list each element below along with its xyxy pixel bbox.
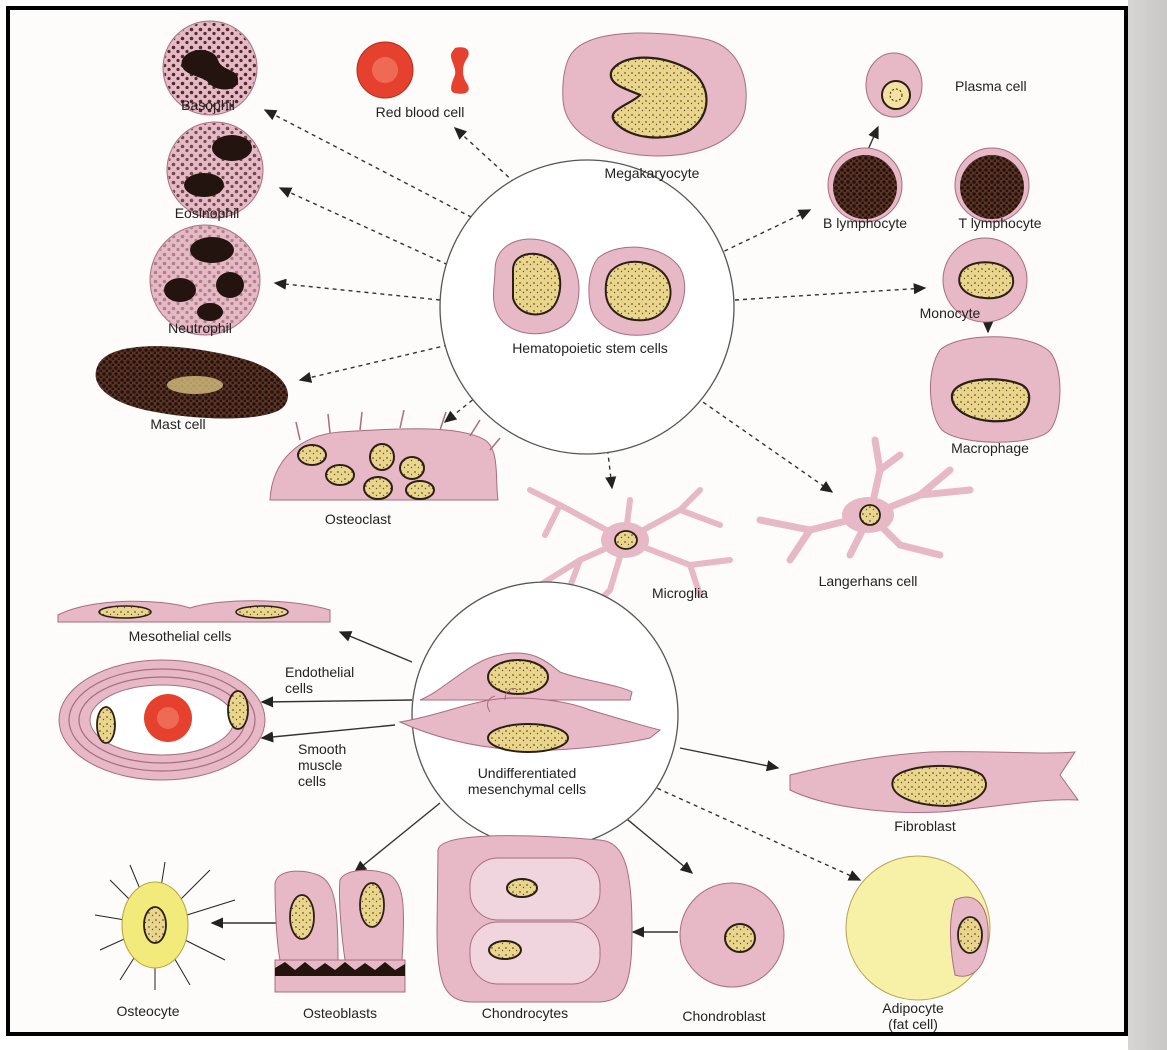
smooth-muscle-label: Smooth muscle cells — [298, 741, 346, 789]
eosinophil-cell — [167, 122, 263, 218]
red-blood-cell-label: Red blood cell — [376, 104, 465, 120]
megakaryocyte-label: Megakaryocyte — [605, 165, 700, 181]
mast-cell — [96, 346, 288, 418]
osteocyte-label: Osteocyte — [116, 1003, 179, 1019]
hematopoietic-stem-cells — [440, 160, 734, 454]
basophil-label: Basophil — [181, 97, 235, 113]
neutrophil-cell — [150, 225, 260, 335]
monocyte-label: Monocyte — [920, 305, 981, 321]
microglia-label: Microglia — [652, 585, 708, 601]
macrophage-cell — [930, 337, 1060, 443]
chondroblast-cell — [680, 883, 784, 987]
chondroblast-label: Chondroblast — [682, 1008, 765, 1024]
neutrophil-label: Neutrophil — [168, 320, 232, 336]
plasma-cell-label: Plasma cell — [955, 78, 1027, 94]
b-lymphocyte-cell — [828, 148, 902, 222]
chondrocytes-cells — [437, 836, 632, 1002]
osteocyte-cell — [95, 862, 235, 990]
osteoclast-label: Osteoclast — [325, 511, 391, 527]
mesenchymal-center-label: Undifferentiated mesenchymal cells — [468, 765, 586, 797]
plasma-cell — [866, 53, 922, 117]
blood-vessel — [59, 660, 265, 780]
red-blood-cell — [357, 42, 469, 98]
endothelial-label: Endothelial cells — [285, 664, 354, 696]
t-lymphocyte-label: T lymphocyte — [959, 215, 1042, 231]
osteoblasts-cells — [275, 870, 405, 992]
adipocyte-label: Adipocyte (fat cell) — [882, 1000, 943, 1032]
adipocyte-cell — [846, 856, 990, 1000]
mesothelial-label: Mesothelial cells — [129, 628, 232, 644]
fibroblast-cell — [790, 752, 1078, 813]
undifferentiated-mesenchymal-cells — [400, 582, 678, 848]
chondrocytes-label: Chondrocytes — [482, 1005, 568, 1021]
langerhans-cell — [760, 440, 970, 560]
fibroblast-label: Fibroblast — [894, 818, 955, 834]
hematopoietic-center-label: Hematopoietic stem cells — [512, 340, 668, 356]
megakaryocyte-cell — [563, 33, 746, 156]
t-lymphocyte-cell — [955, 148, 1029, 222]
langerhans-label: Langerhans cell — [819, 573, 918, 589]
osteoblasts-label: Osteoblasts — [303, 1005, 377, 1021]
macrophage-label: Macrophage — [951, 440, 1029, 456]
mesothelial-cells — [58, 601, 330, 622]
b-lymphocyte-label: B lymphocyte — [823, 215, 907, 231]
mast-cell-label: Mast cell — [150, 416, 205, 432]
osteoclast-cell — [270, 410, 500, 500]
eosinophil-label: Eosinophil — [175, 205, 240, 221]
